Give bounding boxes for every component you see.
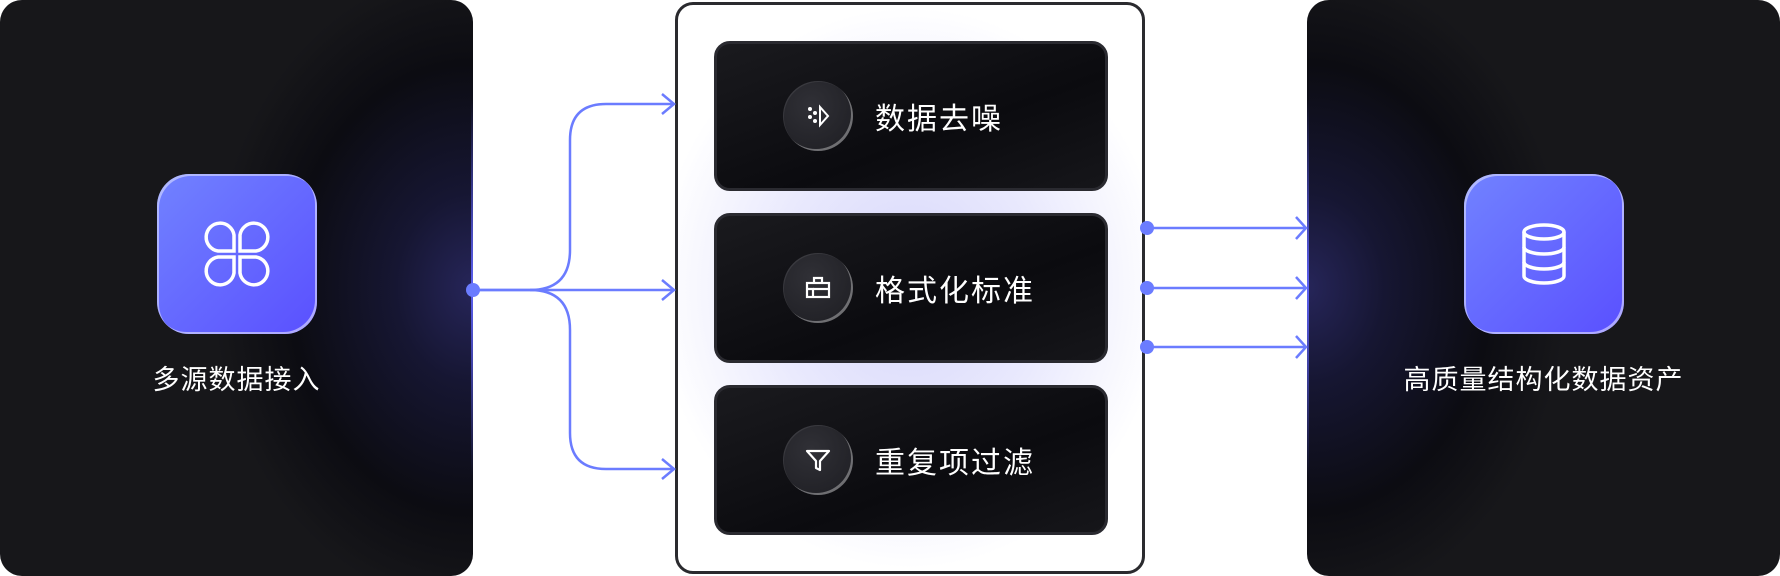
step-card-denoise: 数据去噪 [714,41,1108,191]
source-tile [157,174,317,334]
step-card-format: 格式化标准 [714,213,1108,363]
step-icon-circle [783,253,853,323]
arrowhead [1295,216,1308,359]
connector-to-output [1147,226,1306,349]
database-icon [1522,223,1566,285]
filter-funnel-icon [805,449,831,472]
processing-container: 数据去噪 格式化标准 重复项过滤 [675,2,1145,574]
source-label: 多源数据接入 [152,365,321,396]
step-label: 数据去噪 [875,102,1003,137]
step-label: 格式化标准 [875,274,1035,309]
arrowhead [661,93,676,480]
connector-to-denoise [473,102,674,292]
step-icon-circle [783,81,853,151]
connector-to-filter [529,288,674,471]
format-toolbox-icon [805,276,831,299]
step-label: 重复项过滤 [875,446,1035,481]
output-label: 高质量结构化数据资产 [1403,365,1684,396]
step-card-filter: 重复项过滤 [714,385,1108,535]
denoise-icon [808,104,830,128]
output-panel: 高质量结构化数据资产 [1307,0,1780,576]
four-petal-apps-icon [204,221,270,287]
step-icon-circle [783,425,853,495]
output-tile [1464,174,1624,334]
source-panel: 多源数据接入 [0,0,473,576]
